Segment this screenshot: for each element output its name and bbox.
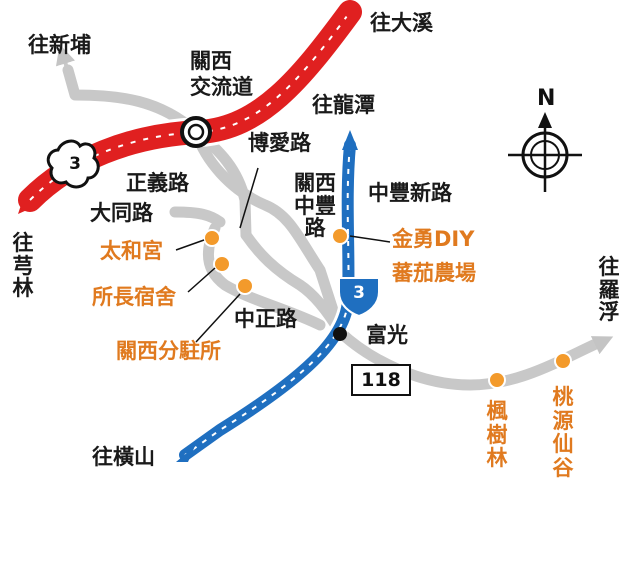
leader-lines (175, 167, 391, 343)
label-road-datong: 大同路 (90, 201, 153, 225)
label-fengshulin-wrap: 楓樹林 (484, 399, 510, 471)
label-to-longtan: 往龍潭 (312, 93, 375, 117)
poi-dot-fengshulin (488, 371, 506, 389)
label-road-zhongfeng: 關西中豐路 (284, 172, 346, 240)
label-to-qionglin-wrap: 往芎林 (10, 232, 36, 300)
label-to-luofu-wrap: 往羅浮 (596, 256, 622, 324)
label-to-qionglin: 往芎林 (12, 231, 34, 301)
interchange-symbol (180, 116, 212, 148)
label-chief-dorm: 所長宿舍 (92, 285, 176, 309)
provincial-shield-number: 3 (353, 283, 365, 303)
label-to-xinpu: 往新埔 (28, 33, 91, 57)
poi-dot-taoyuan (554, 352, 572, 370)
county-route-118: 118 (361, 369, 401, 391)
label-guanxi-station: 關西分駐所 (116, 339, 221, 363)
label-taihe-temple: 太和宮 (100, 239, 163, 263)
label-taoyuan-wrap: 桃源仙谷 (550, 385, 576, 480)
road-zhongzheng (240, 229, 346, 338)
label-fengshulin: 楓樹林 (486, 399, 508, 471)
freeway-shield (46, 139, 100, 189)
road-118-arrow (584, 336, 614, 355)
label-interchange-line2: 交流道 (190, 75, 253, 99)
poi-dot-jinyong (331, 227, 349, 245)
label-road-zhongfeng-text: 關西中豐路 (294, 171, 336, 241)
label-road-zhongfeng-new: 中豐新路 (368, 181, 452, 205)
label-road-zhongzheng: 中正路 (234, 307, 297, 331)
poi-dot-taihe (203, 229, 221, 247)
poi-dots (203, 227, 572, 389)
road-datong (169, 206, 226, 228)
label-road-boai: 博愛路 (248, 131, 311, 155)
label-jinyong-line1: 金勇DIY (392, 227, 475, 251)
provincial-shield (338, 277, 380, 318)
poi-dot-chief-dorm (213, 255, 231, 273)
label-jinyong-line2: 蕃茄農場 (392, 261, 476, 285)
label-interchange-line1: 關西 (190, 49, 232, 73)
label-fuguang: 富光 (366, 323, 408, 347)
freeway-shield-number: 3 (69, 154, 81, 174)
label-to-daxi: 往大溪 (370, 11, 433, 35)
road-zhengyi (190, 126, 346, 338)
label-road-zhengyi: 正義路 (126, 171, 189, 195)
poi-dot-station (236, 277, 254, 295)
county-118-box (351, 364, 411, 396)
fuguang-dot (333, 327, 347, 341)
road-xinpu-arrow (55, 44, 76, 79)
road-taihe-loop (202, 222, 326, 331)
label-to-hengshan: 往橫山 (92, 445, 155, 469)
compass-icon (508, 112, 582, 192)
label-to-luofu: 往羅浮 (598, 255, 620, 325)
compass-north-label: N (537, 86, 556, 111)
label-taoyuan-xiangu: 桃源仙谷 (552, 385, 574, 480)
